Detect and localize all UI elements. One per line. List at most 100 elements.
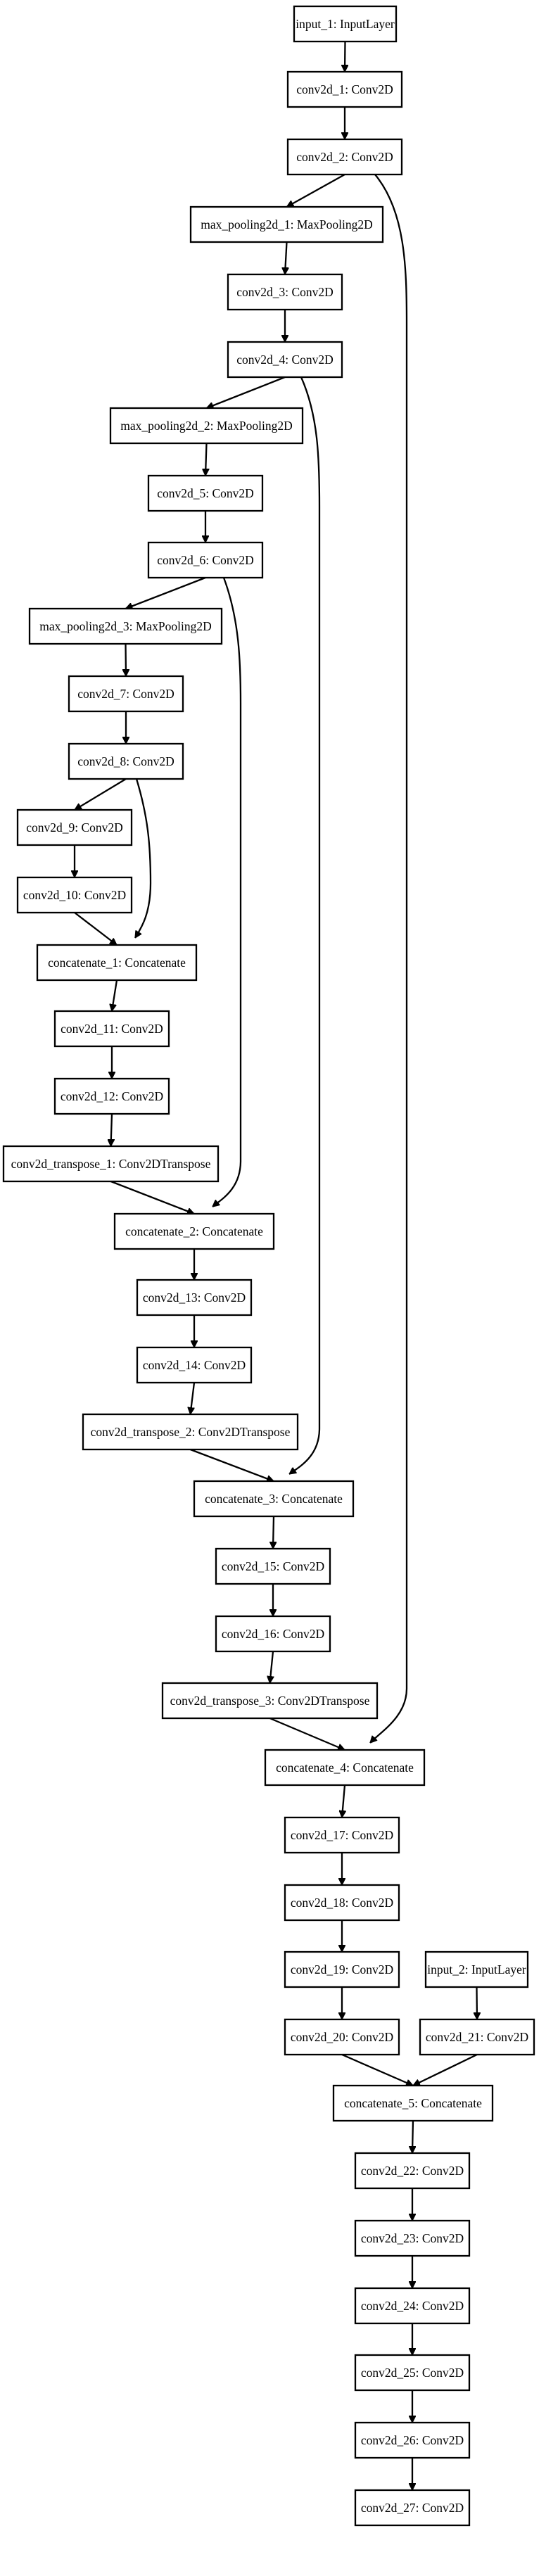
node-box (332, 2084, 494, 2122)
node-conv2d_8: conv2d_8: Conv2D (68, 742, 184, 780)
node-box (16, 808, 133, 846)
node-box (284, 2018, 400, 2056)
node-conv2d_transpose_3: conv2d_transpose_3: Conv2DTranspose (161, 1682, 379, 1720)
node-box (354, 2354, 471, 2392)
node-box (82, 1413, 299, 1451)
node-label: concatenate_5: Concatenate (344, 2096, 482, 2110)
node-conv2d_17: conv2d_17: Conv2D (284, 1816, 400, 1854)
node-conv2d_19: conv2d_19: Conv2D (284, 1950, 400, 1988)
node-label: conv2d_8: Conv2D (77, 754, 174, 768)
node-conv2d_4: conv2d_4: Conv2D (227, 341, 343, 379)
edge-conv2d_4-to-max_pooling2d_2 (207, 376, 286, 408)
node-conv2d_3: conv2d_3: Conv2D (227, 273, 343, 311)
node-label: conv2d_19: Conv2D (291, 1962, 393, 1977)
node-box (136, 1346, 253, 1384)
node-label: conv2d_22: Conv2D (361, 2164, 464, 2178)
node-box (68, 742, 184, 780)
edge-conv2d_2-to-max_pooling2d_1 (287, 173, 345, 208)
node-conv2d_9: conv2d_9: Conv2D (16, 808, 133, 846)
node-box (264, 1749, 426, 1787)
node-label: conv2d_20: Conv2D (291, 2030, 393, 2044)
edge-conv2d_transpose_1-to-concatenate_2 (110, 1180, 195, 1214)
node-label: conv2d_transpose_3: Conv2DTranspose (170, 1694, 370, 1708)
node-label: conv2d_23: Conv2D (361, 2231, 464, 2245)
node-box (53, 1077, 170, 1115)
node-concatenate_5: concatenate_5: Concatenate (332, 2084, 494, 2122)
node-box (147, 541, 264, 579)
node-label: conv2d_transpose_1: Conv2DTranspose (11, 1157, 211, 1171)
node-label: conv2d_9: Conv2D (26, 820, 123, 835)
node-input_1: input_1: InputLayer (293, 5, 398, 43)
edge-conv2d_transpose_2-to-concatenate_3 (190, 1448, 274, 1481)
edge-conv2d_14-to-conv2d_transpose_2 (191, 1382, 196, 1414)
node-box (113, 1212, 275, 1250)
edge-concatenate_1-to-conv2d_11 (112, 979, 118, 1011)
node-box (284, 1950, 400, 1988)
node-label: input_1: InputLayer (296, 17, 395, 31)
edge-max_pooling2d_2-to-conv2d_5 (205, 443, 207, 476)
edge-conv2d_12-to-conv2d_transpose_1 (111, 1113, 113, 1146)
node-label: conv2d_16: Conv2D (222, 1627, 324, 1641)
node-box (354, 2489, 471, 2527)
edge-conv2d_6-to-concatenate_2 (212, 577, 242, 1207)
node-label: conv2d_25: Conv2D (361, 2366, 464, 2380)
node-conv2d_11: conv2d_11: Conv2D (53, 1010, 170, 1048)
node-label: concatenate_3: Concatenate (205, 1492, 343, 1506)
node-conv2d_27: conv2d_27: Conv2D (354, 2489, 471, 2527)
node-conv2d_transpose_1: conv2d_transpose_1: Conv2DTranspose (2, 1145, 220, 1183)
node-box (68, 675, 184, 713)
edge-conv2d_10-to-concatenate_1 (74, 912, 117, 946)
node-box (354, 2219, 471, 2257)
node-max_pooling2d_3: max_pooling2d_3: MaxPooling2D (28, 607, 223, 645)
node-label: conv2d_24: Conv2D (361, 2299, 464, 2313)
edge-conv2d_16-to-conv2d_transpose_3 (270, 1651, 274, 1683)
node-conv2d_5: conv2d_5: Conv2D (147, 474, 264, 512)
edges-layer (74, 41, 477, 2490)
node-label: max_pooling2d_3: MaxPooling2D (39, 619, 212, 633)
edge-conv2d_6-to-max_pooling2d_3 (126, 576, 206, 609)
node-label: conv2d_transpose_2: Conv2DTranspose (91, 1425, 291, 1439)
node-conv2d_14: conv2d_14: Conv2D (136, 1346, 253, 1384)
node-conv2d_23: conv2d_23: Conv2D (354, 2219, 471, 2257)
node-label: conv2d_2: Conv2D (296, 150, 393, 164)
node-label: conv2d_27: Conv2D (361, 2501, 464, 2515)
edge-concatenate_4-to-conv2d_17 (342, 1784, 345, 1817)
node-box (16, 876, 133, 914)
edge-concatenate_5-to-conv2d_22 (412, 2120, 413, 2153)
node-conv2d_18: conv2d_18: Conv2D (284, 1884, 400, 1922)
node-label: conv2d_5: Conv2D (157, 486, 254, 500)
node-conv2d_16: conv2d_16: Conv2D (215, 1615, 331, 1653)
node-label: conv2d_15: Conv2D (222, 1559, 324, 1573)
node-concatenate_2: concatenate_2: Concatenate (113, 1212, 275, 1250)
edge-max_pooling2d_3-to-conv2d_7 (126, 643, 127, 676)
node-box (161, 1682, 379, 1720)
node-box (215, 1547, 331, 1585)
node-box (109, 407, 304, 445)
node-box (286, 138, 403, 176)
node-label: concatenate_1: Concatenate (48, 956, 186, 970)
node-label: concatenate_2: Concatenate (125, 1224, 263, 1238)
node-label: conv2d_1: Conv2D (296, 82, 393, 96)
node-label: conv2d_26: Conv2D (361, 2433, 464, 2447)
node-box (354, 2421, 471, 2459)
node-label: conv2d_21: Conv2D (426, 2030, 528, 2044)
node-box (284, 1884, 400, 1922)
node-conv2d_2: conv2d_2: Conv2D (286, 138, 403, 176)
node-label: conv2d_12: Conv2D (61, 1089, 163, 1103)
node-max_pooling2d_2: max_pooling2d_2: MaxPooling2D (109, 407, 304, 445)
node-box (136, 1279, 253, 1316)
node-conv2d_12: conv2d_12: Conv2D (53, 1077, 170, 1115)
node-box (354, 2152, 471, 2190)
node-label: conv2d_4: Conv2D (236, 353, 334, 367)
edge-conv2d_transpose_3-to-concatenate_4 (269, 1717, 345, 1750)
node-concatenate_4: concatenate_4: Concatenate (264, 1749, 426, 1787)
node-box (193, 1480, 355, 1518)
node-label: max_pooling2d_2: MaxPooling2D (120, 419, 293, 433)
edge-conv2d_8-to-concatenate_1 (134, 778, 152, 938)
edge-conv2d_2-to-concatenate_4 (370, 174, 408, 1743)
node-concatenate_1: concatenate_1: Concatenate (36, 944, 198, 982)
node-conv2d_1: conv2d_1: Conv2D (286, 70, 403, 108)
node-conv2d_13: conv2d_13: Conv2D (136, 1279, 253, 1316)
nodes-layer: input_1: InputLayer conv2d_1: Conv2D conv2… (2, 5, 535, 2527)
